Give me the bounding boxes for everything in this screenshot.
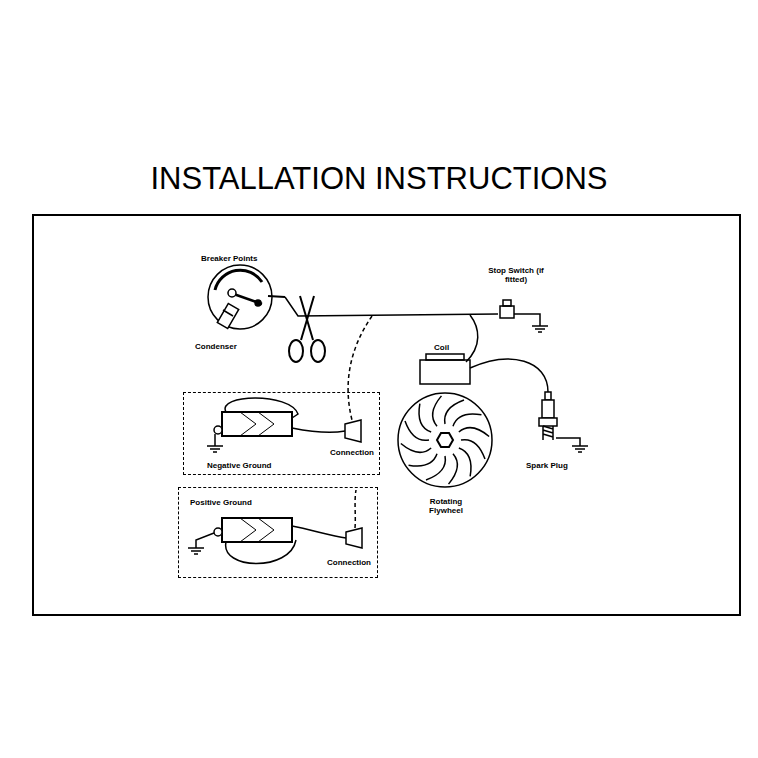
breaker-points xyxy=(208,265,285,329)
wire xyxy=(285,297,498,316)
dashed-wire xyxy=(348,316,372,420)
coil xyxy=(420,315,548,392)
scissors xyxy=(289,296,325,362)
part-label: Spark Plug xyxy=(525,461,569,470)
dashed-group-box: Positive GroundConnection xyxy=(178,487,378,578)
positive-ground-module xyxy=(188,490,362,564)
group-heading: Positive Ground xyxy=(189,498,253,507)
part-label: Coil xyxy=(433,343,450,352)
negative-ground-module xyxy=(207,398,361,452)
connection-label: Connection xyxy=(329,448,375,457)
stop-switch xyxy=(500,300,548,332)
part-label: Stop Switch (if fitted) xyxy=(486,266,546,284)
part-label: Rotating Flywheel xyxy=(416,497,476,515)
part-label: Breaker Points xyxy=(200,254,258,263)
dashed-group-box: Negative Ground Connection xyxy=(183,392,380,475)
frame xyxy=(33,215,740,615)
title: INSTALLATION INSTRUCTIONS xyxy=(0,162,758,196)
flywheel xyxy=(398,393,492,487)
group-heading: Negative Ground xyxy=(206,461,272,470)
spark-plug xyxy=(539,392,588,452)
part-label: Condenser xyxy=(194,342,238,351)
connection-label: Connection xyxy=(326,558,372,567)
